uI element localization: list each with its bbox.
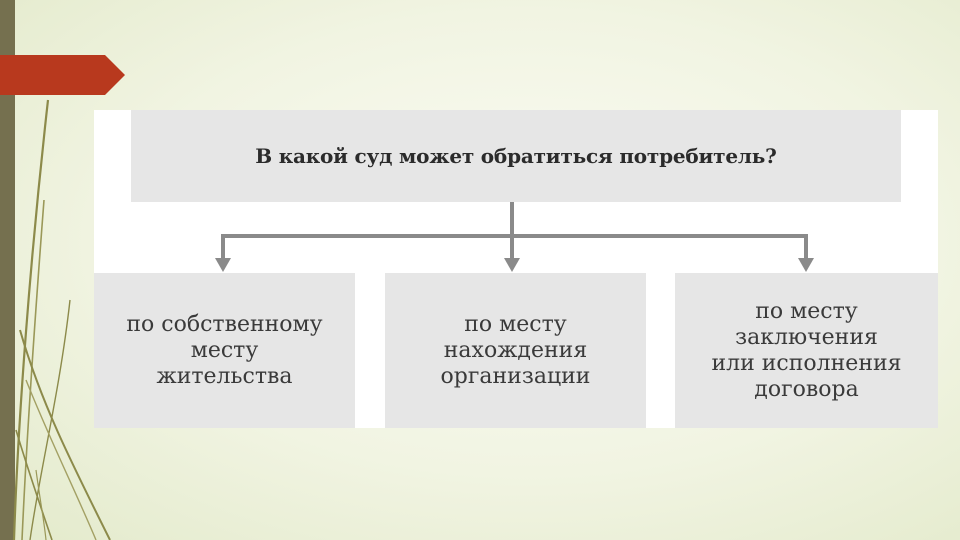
court-choice-diagram: В какой суд может обратиться потребитель… xyxy=(94,110,938,428)
arrow-down-icon xyxy=(504,258,520,272)
side-strip xyxy=(0,0,15,540)
grass-blades-icon xyxy=(12,99,111,540)
arrow-tab-icon xyxy=(0,55,125,95)
option-box-residence: по собственному месту жительства xyxy=(94,273,355,428)
option-label: по собственному месту жительства xyxy=(126,311,323,389)
arrow-down-icon xyxy=(798,258,814,272)
option-label: по месту заключения или исполнения догов… xyxy=(711,298,902,402)
question-title: В какой суд может обратиться потребитель… xyxy=(255,144,777,168)
option-box-contract: по месту заключения или исполнения догов… xyxy=(675,273,938,428)
connector-lines xyxy=(215,202,814,272)
arrow-down-icon xyxy=(215,258,231,272)
option-label: по месту нахождения организации xyxy=(440,311,591,389)
option-box-organization: по месту нахождения организации xyxy=(385,273,646,428)
question-box: В какой суд может обратиться потребитель… xyxy=(131,110,901,202)
